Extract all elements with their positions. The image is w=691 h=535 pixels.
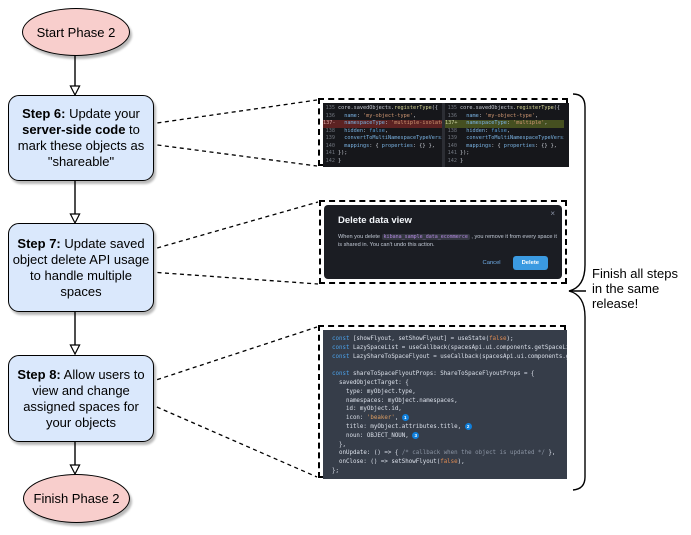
modal-body: When you delete kibana_sample_data_ecomm… — [338, 233, 558, 249]
arrowhead-1 — [69, 85, 81, 97]
dataview-name-chip: kibana_sample_data_ecommerce — [381, 234, 470, 240]
code-line: type: myObject.type, — [332, 388, 416, 395]
diff-row: 141}); — [447, 150, 470, 156]
delete-button[interactable]: Delete — [512, 256, 548, 270]
code-line: const LazyShareToSpaceFlyout = useCallba… — [332, 353, 567, 360]
cancel-button[interactable]: Cancel — [482, 260, 501, 266]
step6-label-bold: Step 6: — [22, 106, 66, 121]
diff-row: 140 mappings: { properties: {} }, — [447, 142, 557, 149]
start-node-label: Start Phase 2 — [36, 24, 116, 40]
diff-row: 138 hidden: false, — [447, 127, 510, 134]
delete-modal: × Delete data view When you delete kiban… — [324, 205, 562, 279]
step8-label-text: Allow users to view and change assigned … — [23, 366, 145, 430]
release-note: Finish all steps in the same release! — [592, 266, 678, 311]
code-line: onUpdate: () => { /* callback when the o… — [332, 450, 556, 457]
diff-row: 142} — [447, 157, 464, 164]
callout-lines — [149, 99, 319, 478]
step7-label-text: Update saved object delete API usage to … — [12, 235, 150, 299]
screenshot-flyout-code-frame: const [showFlyout, setShowFlyout] = useS… — [318, 325, 567, 479]
step6-label-text2: to mark these objects as "shareable" — [17, 122, 145, 169]
code-line: const shareToSpaceFlyoutProps: ShareToSp… — [332, 371, 535, 378]
code-line: const LazySpaceList = useCallback(spaces… — [332, 344, 567, 351]
callout-step8-top — [149, 326, 318, 383]
diff-row: 136 name: 'my-object-type', — [325, 112, 417, 119]
curly-brace — [568, 93, 586, 491]
step8-text: Step 8: Allow users to view and change a… — [11, 367, 151, 431]
modal-title: Delete data view — [338, 215, 412, 226]
step7-label-bold: Step 7: — [17, 235, 61, 251]
diff-row: 137+ namespaceType: 'multiple', — [445, 120, 564, 128]
diff-row: 138 hidden: false, — [325, 127, 388, 134]
modal-body-after: , you remove it from every space it is s… — [338, 234, 557, 248]
close-icon[interactable]: × — [550, 209, 555, 218]
modal-button-row: Cancel Delete — [483, 256, 548, 270]
code-line: onClose: () => setShowFlyout(false), — [332, 459, 465, 466]
arrowhead-3 — [69, 344, 81, 356]
step7-text: Step 7: Update saved object delete API u… — [11, 236, 151, 300]
step8-box: Step 8: Allow users to view and change a… — [8, 355, 154, 442]
screenshot-delete-modal-frame: × Delete data view When you delete kiban… — [319, 200, 567, 284]
diff-row: 141}); — [325, 150, 348, 156]
curly-brace-path — [568, 93, 586, 491]
code-line: icon: 'beaker', 1 — [332, 414, 567, 423]
arrowhead-2 — [69, 213, 81, 225]
code-line: }, — [332, 441, 346, 448]
step6-label-bold2: server-side code — [22, 122, 126, 137]
code-line: namespaces: myObject.namespaces, — [332, 397, 458, 404]
code-line: }; — [332, 467, 339, 474]
arrowheads — [69, 85, 81, 476]
callout-step7-top — [149, 201, 319, 251]
finish-node: Finish Phase 2 — [23, 474, 130, 523]
code-line: title: myObject.attributes.title, 2 — [332, 422, 567, 432]
diff-row: 139 convertToMultiNamespaceTypeVersion: … — [325, 135, 442, 141]
callout-step6-bottom — [149, 143, 318, 167]
diff-row: 136 name: 'my-object-type', — [447, 112, 539, 119]
callout-step7-bottom — [149, 271, 319, 285]
callout-step6-top — [149, 99, 318, 125]
callout-step8-bottom — [149, 403, 318, 478]
diff-pane-divider — [442, 103, 445, 167]
diff-row: 139 convertToMultiNamespaceTypeVersion: … — [447, 135, 564, 141]
flyout-code-block: const [showFlyout, setShowFlyout] = useS… — [323, 330, 567, 479]
delete-modal-shot: × Delete data view When you delete kiban… — [324, 205, 562, 279]
diff-row: 140 mappings: { properties: {} }, — [325, 142, 435, 149]
modal-body-before: When you delete — [338, 234, 382, 240]
code-line — [332, 361, 567, 370]
code-line: id: myObject.id, — [332, 406, 402, 413]
step8-label-bold: Step 8: — [17, 366, 61, 382]
step7-box: Step 7: Update saved object delete API u… — [8, 223, 154, 312]
code-line: const [showFlyout, setShowFlyout] = useS… — [332, 336, 514, 342]
code-line: noun: OBJECT_NOUN, 3 — [332, 431, 567, 441]
diff-row: 142} — [325, 157, 342, 164]
code-line: savedObjectTarget: { — [332, 379, 409, 386]
step6-box: Step 6: Update your server-side code to … — [8, 95, 154, 181]
arrowhead-4 — [69, 464, 81, 476]
diff-row: 137- namespaceType: 'multiple-isolated', — [323, 120, 442, 128]
step6-text: Step 6: Update your server-side code to … — [11, 106, 151, 170]
start-node: Start Phase 2 — [22, 8, 130, 56]
finish-node-label: Finish Phase 2 — [33, 491, 120, 506]
step6-label-text1: Update your — [65, 106, 140, 121]
